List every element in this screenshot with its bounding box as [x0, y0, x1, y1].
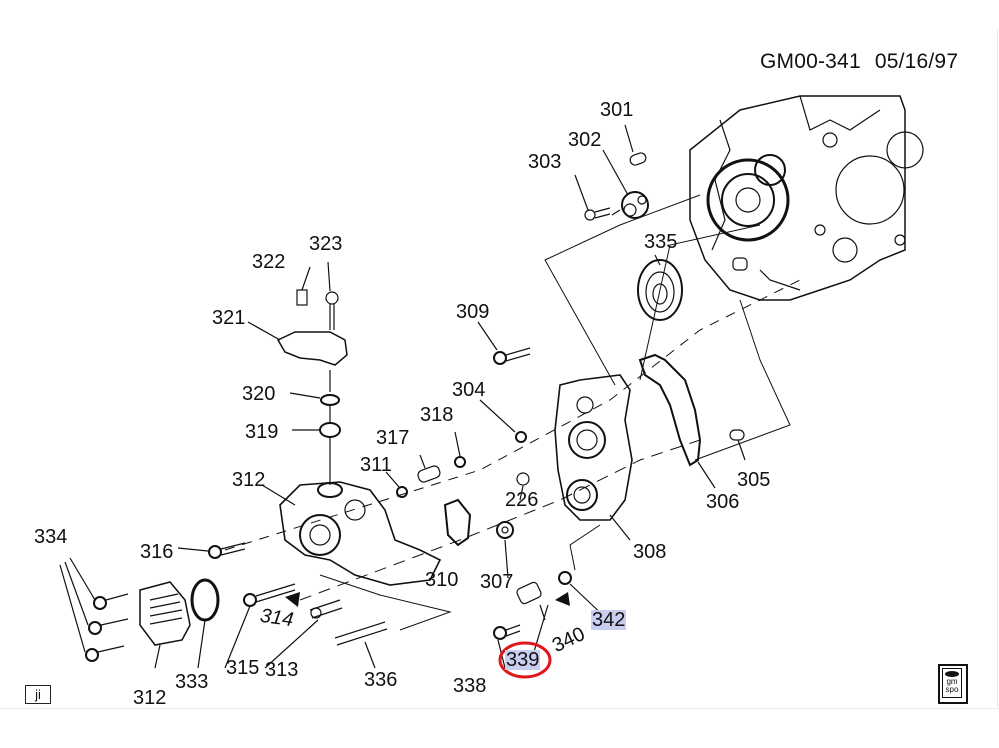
callout-335[interactable]: 335 — [644, 231, 678, 253]
callout-305[interactable]: 305 — [737, 469, 771, 491]
callout-336[interactable]: 336 — [364, 669, 398, 691]
direction-arrow-340 — [555, 592, 570, 606]
gm-spo-logo-icon: gm spo — [938, 664, 968, 704]
page-edge-right — [997, 30, 998, 710]
callout-334[interactable]: 334 — [34, 526, 68, 548]
callout-310[interactable]: 310 — [425, 569, 459, 591]
bolt-303 — [584, 207, 611, 221]
logo-text-spo: spo — [945, 685, 959, 694]
callout-311[interactable]: 311 — [360, 454, 392, 476]
callout-316[interactable]: 316 — [140, 541, 174, 563]
callout-322[interactable]: 322 — [252, 251, 286, 273]
callout-321[interactable]: 321 — [212, 307, 246, 329]
page-edge-bottom — [0, 708, 998, 709]
callout-333[interactable]: 333 — [175, 671, 209, 693]
seal-335 — [637, 259, 683, 321]
callout-312-cover[interactable]: 312 — [133, 687, 167, 709]
engine-block-drawing — [689, 95, 924, 301]
illustrator-initials-badge: ji — [25, 685, 51, 704]
callout-315[interactable]: 315 — [226, 657, 260, 679]
callout-342[interactable]: 342 — [591, 609, 627, 631]
callout-301[interactable]: 301 — [600, 99, 634, 121]
callout-314[interactable]: 314 — [258, 604, 295, 632]
callout-308[interactable]: 308 — [633, 541, 667, 563]
callout-338[interactable]: 338 — [453, 675, 487, 697]
highlight-circle-339 — [498, 641, 552, 679]
callout-320[interactable]: 320 — [242, 383, 276, 405]
direction-arrow-314 — [285, 592, 300, 607]
front-cover-308 — [554, 374, 633, 521]
logo-text-gm: gm — [946, 677, 958, 686]
oil-pump-drawing — [611, 191, 649, 219]
callout-304[interactable]: 304 — [452, 379, 486, 401]
callout-306[interactable]: 306 — [706, 491, 740, 513]
logo-oval — [945, 671, 959, 677]
callout-303[interactable]: 303 — [528, 151, 562, 173]
callout-319[interactable]: 319 — [245, 421, 279, 443]
callout-309[interactable]: 309 — [456, 301, 490, 323]
callout-302[interactable]: 302 — [568, 129, 602, 151]
callout-323[interactable]: 323 — [309, 233, 343, 255]
callout-226[interactable]: 226 — [505, 489, 539, 511]
water-pump-body — [279, 481, 442, 586]
callout-307[interactable]: 307 — [480, 571, 514, 593]
callout-317[interactable]: 317 — [376, 427, 410, 449]
callout-313[interactable]: 313 — [265, 659, 299, 681]
callout-312-pump[interactable]: 312 — [232, 469, 266, 491]
thermostat-housing — [276, 289, 348, 366]
document-id-header: GM00-341 05/16/97 — [760, 50, 959, 73]
callout-339[interactable]: 339 — [505, 649, 541, 671]
callout-318[interactable]: 318 — [420, 404, 454, 426]
